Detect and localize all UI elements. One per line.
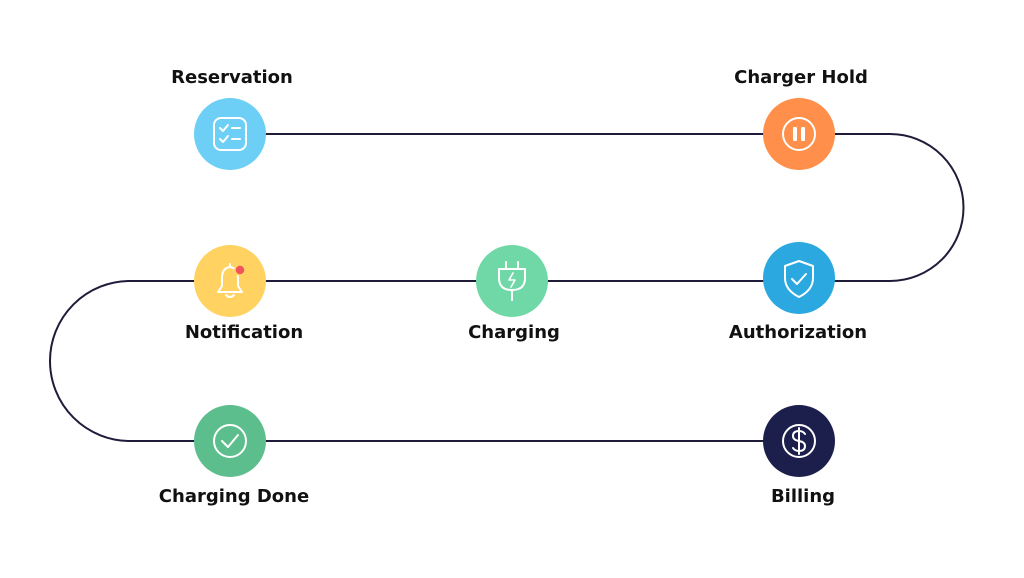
- flow-connector: [49, 133, 965, 442]
- step-label-billing: Billing: [770, 486, 836, 507]
- notification-dot: [234, 264, 246, 276]
- step-authorization: [763, 242, 835, 314]
- pause-icon: [782, 117, 816, 151]
- check-circle-icon: [213, 424, 247, 458]
- step-label-notification: Notification: [184, 322, 304, 343]
- dollar-icon: [782, 424, 816, 458]
- step-circle: [763, 242, 835, 314]
- step-circle: [194, 405, 266, 477]
- step-circle: [194, 245, 266, 317]
- step-label-charging-done: Charging Done: [158, 486, 310, 507]
- step-circle: [763, 98, 835, 170]
- step-circle: [194, 98, 266, 170]
- step-label-reservation: Reservation: [171, 67, 293, 88]
- step-label-authorization: Authorization: [728, 322, 868, 343]
- step-charging: [476, 245, 548, 317]
- step-charging-done: [194, 405, 266, 477]
- plug-icon: [498, 261, 526, 301]
- step-charger-hold: [763, 98, 835, 170]
- step-notification: [194, 245, 266, 317]
- checklist-icon: [213, 117, 247, 151]
- shield-check-icon: [784, 260, 814, 298]
- step-billing: [763, 405, 835, 477]
- bell-icon: [217, 263, 243, 298]
- step-label-charger-hold: Charger Hold: [734, 67, 868, 88]
- step-reservation: [194, 98, 266, 170]
- step-label-charging: Charging: [468, 322, 560, 343]
- step-circle: [476, 245, 548, 317]
